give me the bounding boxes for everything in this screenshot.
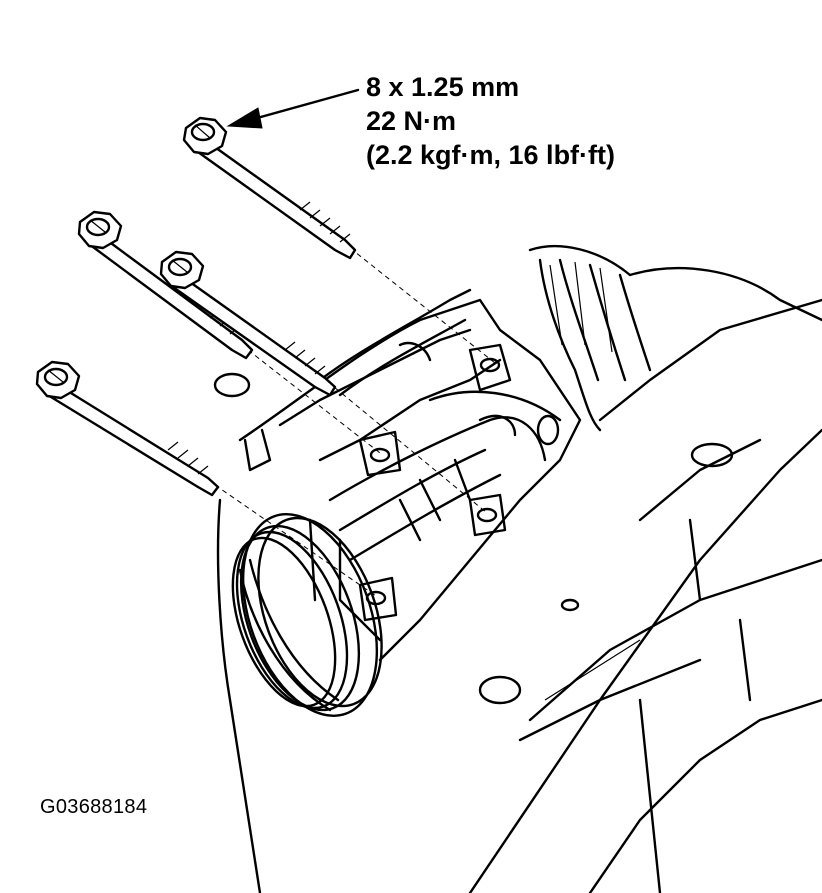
compressor bbox=[216, 288, 582, 893]
bolt-1 bbox=[182, 116, 357, 260]
bolt-3 bbox=[159, 250, 337, 397]
figure-id-label: G03688184 bbox=[40, 796, 148, 818]
torque-metric-label: 22 N·m bbox=[366, 106, 457, 136]
engine-block bbox=[213, 298, 822, 893]
thread-spec-label: 8 x 1.25 mm bbox=[366, 72, 520, 102]
bolt-2 bbox=[77, 210, 254, 360]
compressor-pulley bbox=[231, 513, 383, 717]
bolt-4 bbox=[35, 360, 220, 497]
callout-arrow bbox=[226, 88, 360, 129]
upper-housing bbox=[528, 244, 822, 432]
torque-alt-label: (2.2 kgf·m, 16 lbf·ft) bbox=[366, 140, 616, 170]
bolt-axis-lines bbox=[214, 247, 496, 597]
